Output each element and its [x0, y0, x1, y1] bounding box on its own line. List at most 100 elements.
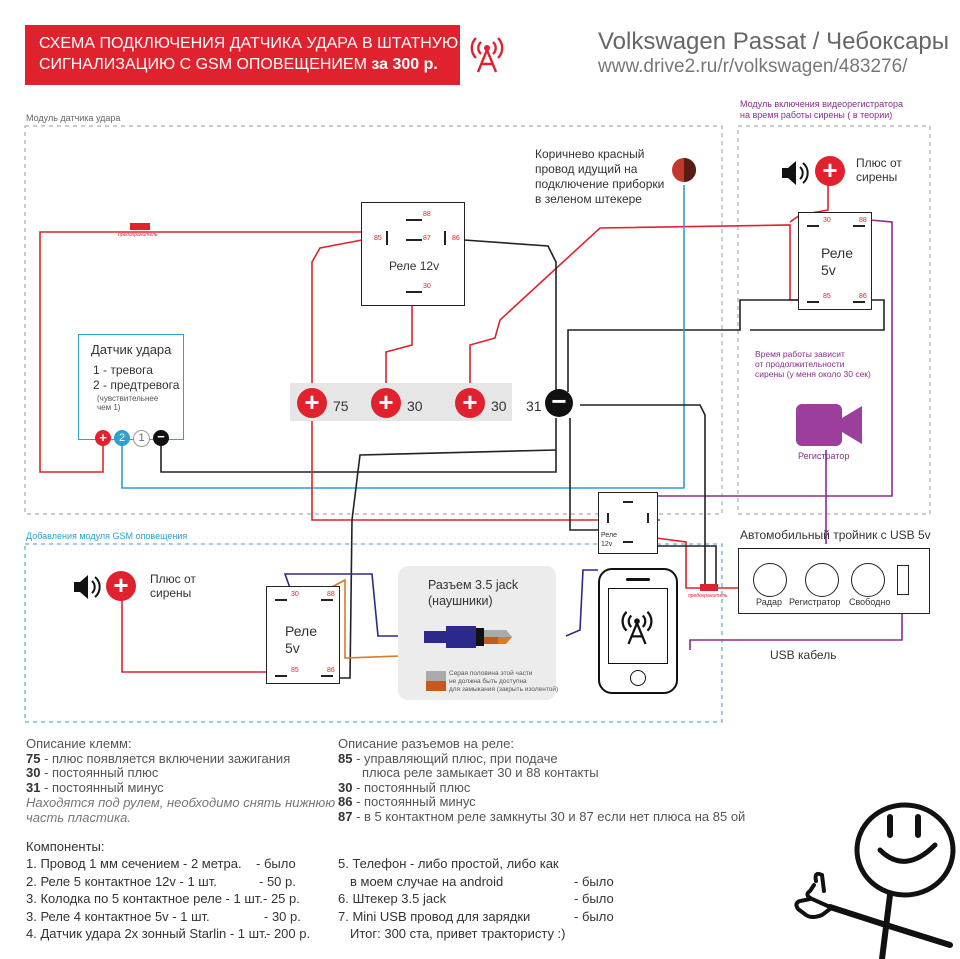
usb-port-recorder [805, 563, 839, 597]
wire-minus-down [338, 449, 557, 679]
brown-wire-line3: подключение приборки [535, 177, 665, 191]
sensor-pin-2: 2 [114, 430, 130, 446]
relay12-pin-86: 86 [452, 235, 460, 242]
terminal-desc-heading: Описание клемм: [26, 736, 132, 751]
terminal-desc-row: 75 - плюс появляется включении зажигания [26, 750, 291, 766]
fuse-label-top: предохранитель [118, 232, 158, 238]
sensor-pin-1: 1 [133, 430, 150, 447]
component-item: 1. Провод 1 мм сечением - 2 метра.- было [26, 856, 296, 871]
terminal-75-plus: + [297, 388, 327, 418]
terminal-30b-label: 30 [491, 398, 507, 414]
components-left: 1. Провод 1 мм сечением - 2 метра.- было… [26, 855, 311, 943]
relay-desc-86: 86 - постоянный минус [338, 794, 476, 809]
jack-note-3: для замыкания (закрыть изолентой) [449, 686, 559, 693]
wire-minus-gsm [580, 404, 706, 584]
video-relay-5v: 30 88 85 86 Реле 5v [798, 212, 872, 310]
wire-video-out [640, 219, 893, 497]
relay12-pin-88: 88 [423, 211, 431, 218]
camera-label: Регистратор [798, 451, 850, 461]
brown-wire-line2: провод идущий на [535, 162, 638, 176]
video-relay-pin-85: 85 [823, 293, 831, 300]
title-banner: СХЕМА ПОДКЛЮЧЕНИЯ ДАТЧИКА УДАРА В ШТАТНУ… [25, 25, 460, 85]
terminal-30a-plus: + [371, 388, 401, 418]
video-relay-pin-88: 88 [859, 217, 867, 224]
video-siren-label-1: Плюс от [856, 156, 902, 170]
usb-port-free-label: Свободно [849, 597, 891, 607]
wire-relay-30 [385, 306, 413, 390]
small-relay-label-1: Реле [601, 532, 617, 539]
gsm-relay-label-1: Реле [285, 623, 317, 639]
video-camera-icon [796, 404, 862, 446]
small-relay-label-2: 12v [601, 541, 613, 548]
component-item: Итог: 300 ста, привет трактористу :) [350, 926, 566, 941]
component-item: 3. Колодка по 5 контактное реле - 1 шт.-… [26, 891, 300, 906]
usb-slot [897, 565, 909, 595]
terminal-31-minus: − [545, 388, 573, 417]
jack-note-1: Серая половина этой части [449, 670, 533, 677]
time-note-2: от продолжительности [755, 359, 845, 369]
relay-desc-85b: плюса реле замыкает 30 и 88 контакты [362, 765, 599, 780]
component-item: 5. Телефон - либо простой, либо как [338, 856, 559, 871]
terminal-desc-row: 31 - постоянный минус [26, 779, 164, 795]
sensor-pin-plus: + [95, 430, 111, 446]
component-item: 2. Реле 5 контактное 12v - 1 шт.- 50 р. [26, 873, 296, 889]
gsm-speaker-icon [74, 575, 101, 599]
component-item: 3. Реле 4 контактное 5v - 1 шт.- 30 р. [26, 908, 301, 924]
phone-speaker [626, 578, 650, 581]
jack-segment-icon [426, 671, 446, 691]
wire-sensor-alarm [121, 185, 685, 489]
wire-gsm-88 [329, 578, 429, 659]
video-siren-plus: + [815, 156, 845, 186]
title-line-1: СХЕМА ПОДКЛЮЧЕНИЯ ДАТЧИКА УДАРА В ШТАТНУ… [39, 35, 459, 52]
fuse-top [130, 223, 150, 230]
jack-title-2: (наушники) [428, 594, 493, 608]
relay12-pin-85: 85 [374, 235, 382, 242]
relay-12v: 88 85 87 86 30 Реле 12v [361, 202, 465, 306]
jack-note-2: не должна быть доступна [449, 678, 527, 685]
terminal-31-label: 31 [526, 398, 542, 414]
terminal-30a-label: 30 [407, 398, 423, 414]
gsm-relay-pin-30: 30 [291, 591, 299, 598]
brown-wire-line1: Коричнево красный [535, 147, 645, 161]
usb-cable-label: USB кабель [770, 648, 837, 662]
terminal-desc-note-2: часть пластика. [26, 809, 131, 825]
component-item: 4. Датчик удара 2х зонный Starlin - 1 шт… [26, 926, 311, 941]
thumbs-up-stick-figure [794, 802, 956, 959]
wire-gsm-siren [121, 600, 268, 673]
phone [598, 568, 678, 694]
relay-desc-87: 87 - в 5 контактном реле замкнуты 30 и 8… [338, 808, 746, 824]
relay-desc-85: 85 - управляющий плюс, при подаче [338, 750, 558, 766]
wire-phone-jack [565, 569, 598, 637]
component-item: 6. Штекер 3.5 jack- было [338, 891, 614, 906]
terminal-75-label: 75 [333, 398, 349, 414]
video-module-label-1: Модуль включения видеорегистратора [740, 99, 903, 109]
title-line-2: СИГНАЛИЗАЦИЮ С GSM ОПОВЕЩЕНИЕМ за 300 р. [39, 56, 438, 74]
shock-sensor: Датчик удара 1 - тревога 2 - предтревога… [78, 334, 184, 440]
gsm-siren-label-1: Плюс от [150, 572, 196, 586]
site-url[interactable]: www.drive2.ru/r/volkswagen/483276/ [598, 56, 908, 77]
video-relay-pin-86: 86 [859, 293, 867, 300]
usb-splitter-title: Автомобильный тройник с USB 5v [740, 528, 931, 542]
video-relay-pin-30: 30 [823, 217, 831, 224]
relay-desc-30: 30 - постоянный плюс [338, 779, 471, 795]
video-module-label-2: на время работы сирены ( в теории) [740, 110, 893, 120]
title-price: за 300 р. [371, 56, 438, 73]
shock-sensor-note1: (чувствительнее [97, 394, 159, 403]
shock-module-label: Модуль датчика удара [26, 113, 121, 123]
gsm-module-frame [24, 543, 723, 723]
time-note-1: Время работы зависит [755, 349, 845, 359]
gsm-siren-label-2: сирены [150, 586, 192, 600]
shock-sensor-line2: 2 - предтревога [93, 378, 180, 392]
wire-usb-cable [689, 612, 903, 650]
phone-antenna-icon [621, 610, 653, 645]
components-right: 5. Телефон - либо простой, либо как в мо… [338, 855, 628, 943]
gsm-relay-pin-86: 86 [327, 667, 335, 674]
video-relay-label-1: Реле [821, 245, 853, 261]
terminal-desc-note-1: Находятся под рулем, необходимо снять ни… [26, 795, 336, 810]
video-relay-label-2: 5v [821, 262, 836, 278]
usb-port-free [851, 563, 885, 597]
wire-gsm-30 [283, 573, 425, 637]
gsm-module-label: Добавления модуля GSM оповещения [26, 531, 188, 541]
video-siren-label-2: сирены [856, 170, 898, 184]
